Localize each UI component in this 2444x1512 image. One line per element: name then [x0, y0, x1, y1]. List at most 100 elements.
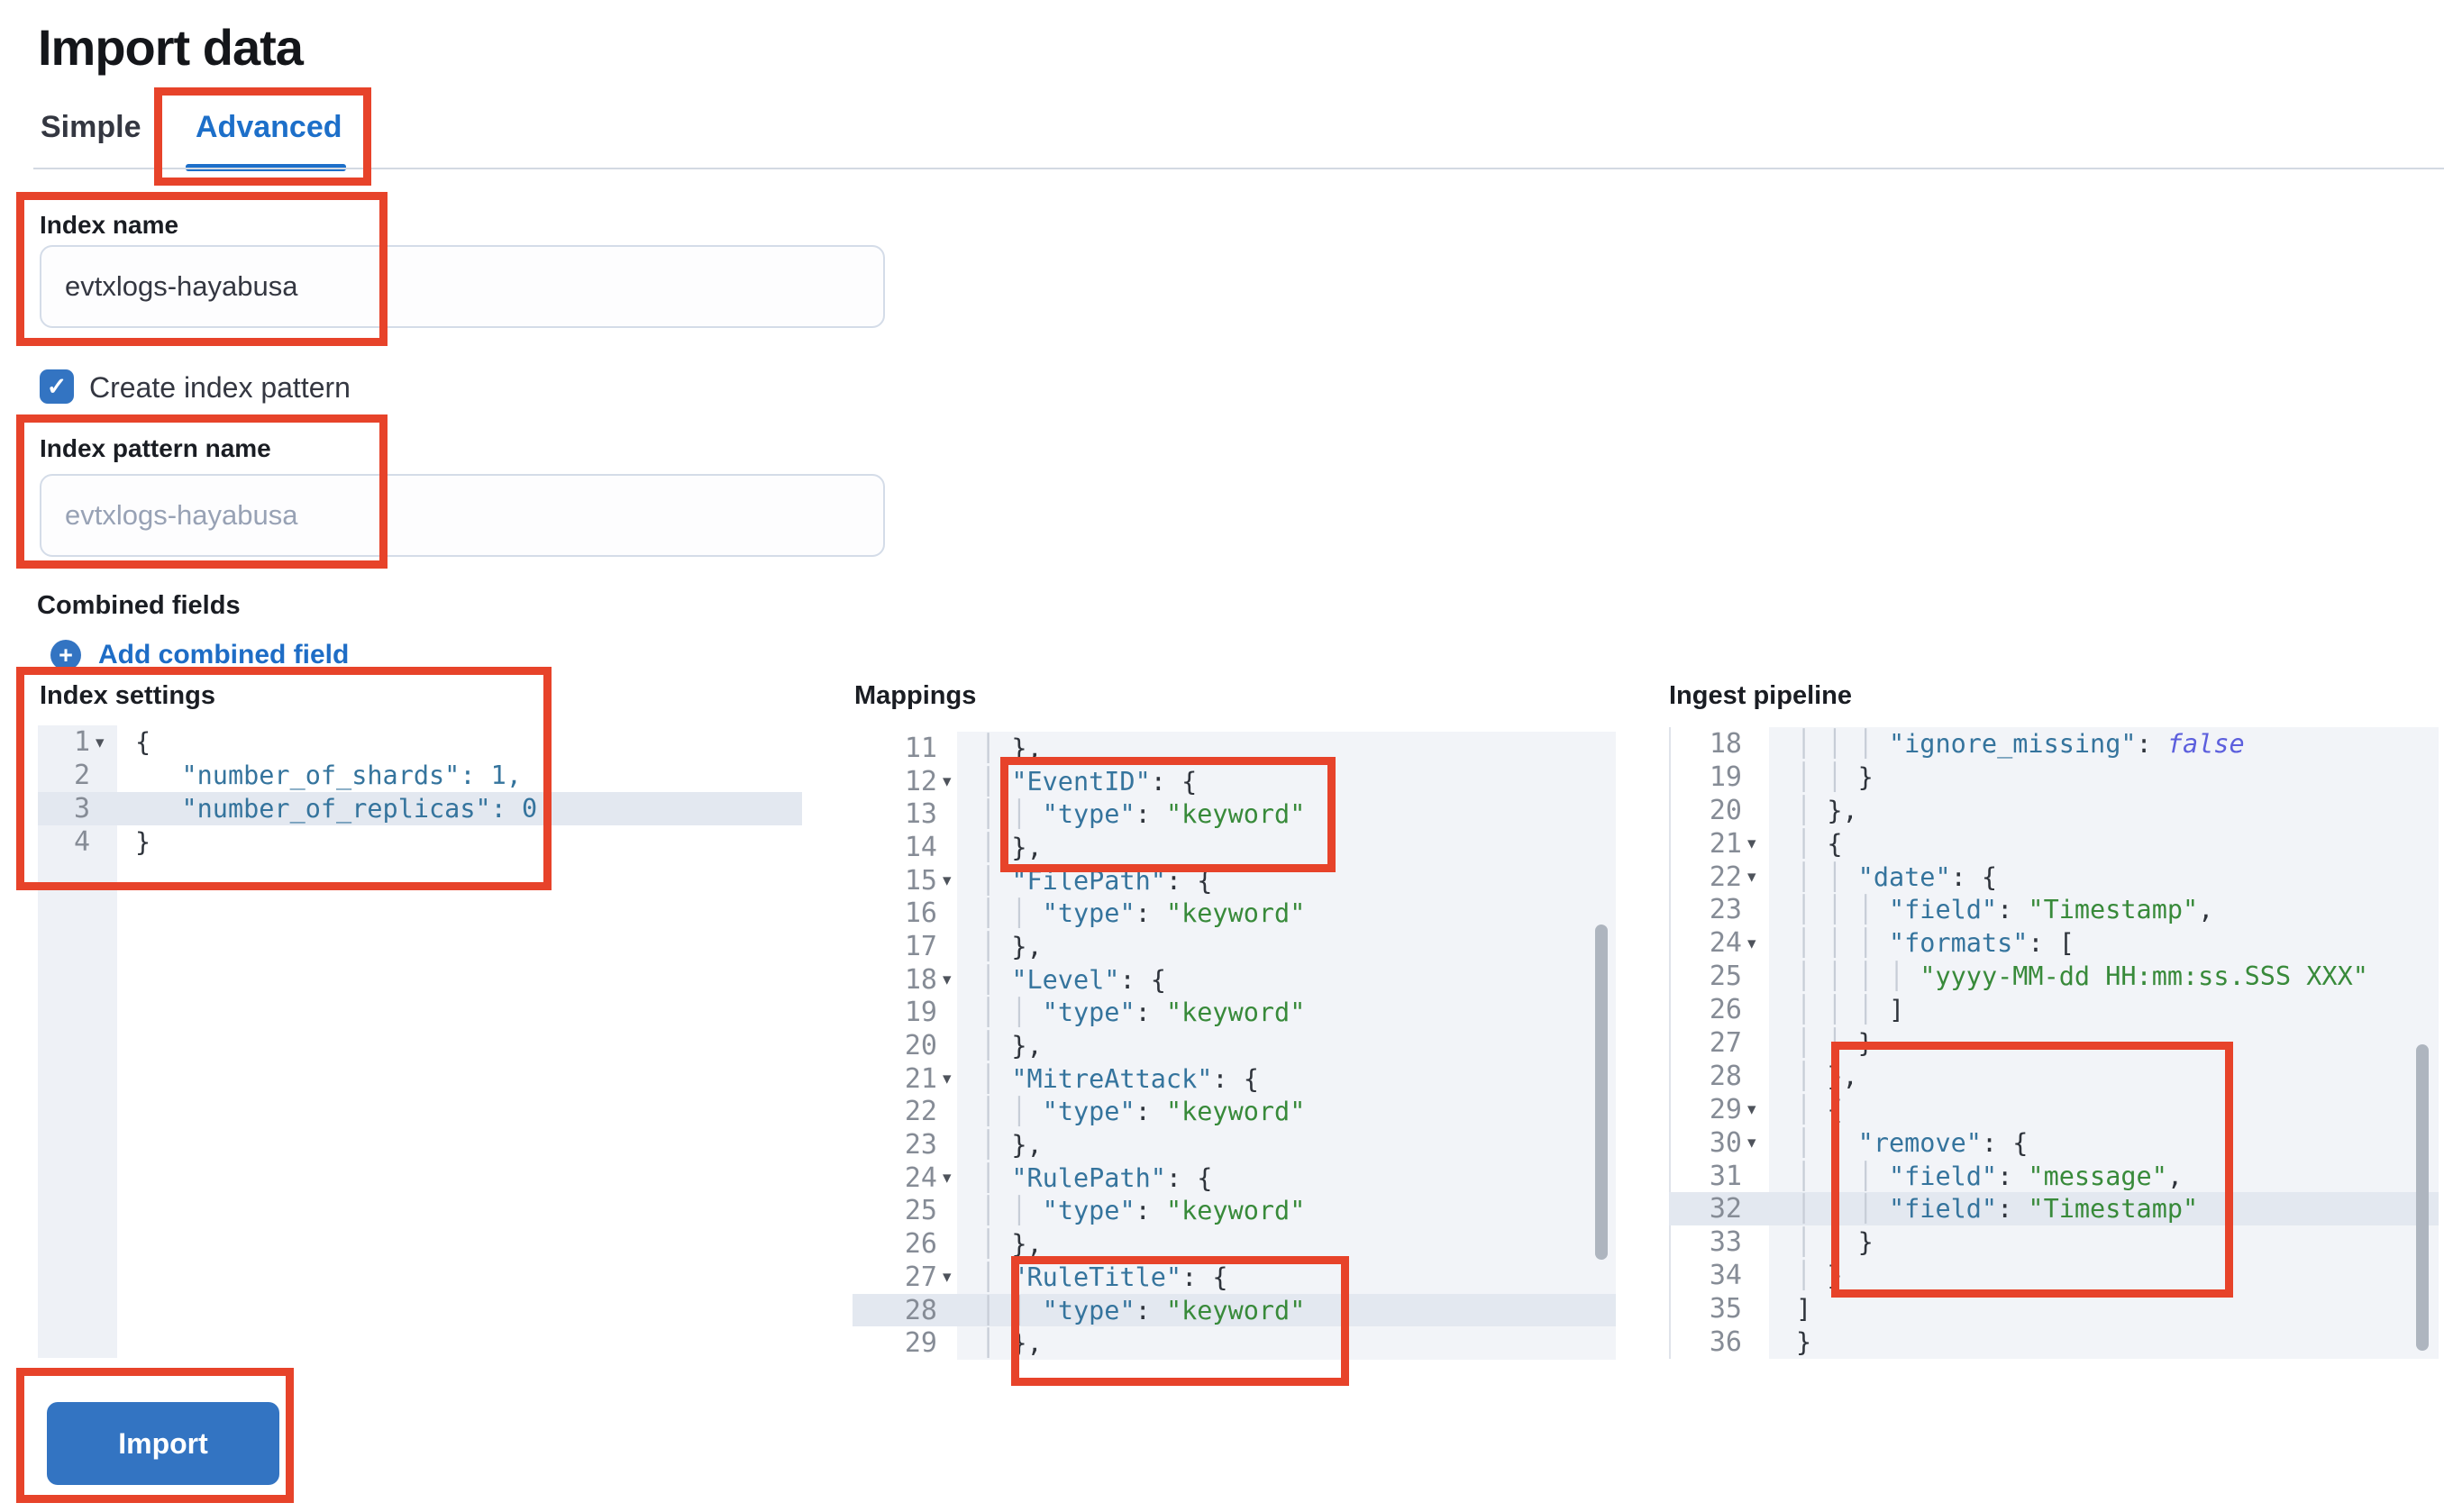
- tab-simple[interactable]: Simple: [41, 110, 141, 144]
- editor-gutter: [1669, 727, 1769, 1359]
- line-number: 26: [904, 1228, 937, 1261]
- fold-arrow-icon[interactable]: ▾: [1747, 833, 1756, 854]
- code-line-2: 2 "number_of_shards": 1,: [38, 759, 802, 792]
- line-number: 18: [1709, 727, 1742, 760]
- line-number: 12: [904, 765, 937, 797]
- fold-arrow-icon[interactable]: ▾: [943, 1069, 952, 1089]
- code-text: │ │ "type": "keyword": [980, 1295, 1306, 1325]
- tabs-divider: [33, 168, 2444, 169]
- line-number: 21: [904, 1062, 937, 1095]
- line-number: 33: [1709, 1226, 1742, 1259]
- code-line-35: 35]: [1669, 1292, 2439, 1325]
- line-number: 18: [904, 963, 937, 996]
- index-settings-label: Index settings: [40, 681, 215, 710]
- line-number: 25: [1709, 961, 1742, 993]
- line-number: 24: [1709, 927, 1742, 960]
- mappings-editor[interactable]: 11│ },12▾│ "EventID": {13│ │ "type": "ke…: [853, 732, 1616, 1360]
- create-index-pattern-label: Create index pattern: [89, 371, 351, 404]
- code-line-26: 26│ │ │ ]: [1669, 993, 2439, 1026]
- fold-arrow-icon[interactable]: ▾: [943, 970, 952, 990]
- combined-fields-label: Combined fields: [37, 591, 241, 620]
- code-line-28: 28│ │ "type": "keyword": [853, 1293, 1616, 1327]
- code-text: │ │ }: [1796, 761, 1874, 792]
- code-line-24: 24▾ │ │ │ "formats": [: [1669, 926, 2439, 960]
- code-line-25: 25 │ │ │ │ "yyyy-MM-dd HH:mm:ss.SSS XXX": [1669, 960, 2439, 993]
- code-line-23: 23│ │ │ "field": "Timestamp",: [1669, 893, 2439, 926]
- fold-arrow-icon[interactable]: ▾: [96, 732, 105, 752]
- code-line-17: 17│ },: [853, 930, 1616, 963]
- code-line-23: 23 │ },: [853, 1128, 1616, 1161]
- fold-arrow-icon[interactable]: ▾: [1747, 1133, 1756, 1153]
- code-text: │ │ }: [1796, 1227, 1874, 1258]
- line-number: 31: [1709, 1160, 1742, 1192]
- code-line-27: 27│ │ }: [1669, 1026, 2439, 1060]
- code-text: │ │ "type": "keyword": [980, 1196, 1306, 1226]
- line-number: 2: [73, 760, 90, 791]
- index-settings-editor[interactable]: 1▾{2 "number_of_shards": 1,3 "number_of_…: [38, 725, 802, 1358]
- fold-arrow-icon[interactable]: ▾: [943, 870, 952, 891]
- code-text: │ │ "type": "keyword": [980, 799, 1306, 830]
- create-index-pattern-checkbox[interactable]: ✓: [40, 369, 74, 404]
- code-line-36: 36}: [1669, 1325, 2439, 1359]
- line-number: 32: [1709, 1193, 1742, 1225]
- code-line-18: 18▾│ "Level": {: [853, 963, 1616, 997]
- line-number: 3: [73, 793, 90, 824]
- code-line-22: 22▾│ │ "date": {: [1669, 861, 2439, 894]
- index-name-input[interactable]: [40, 245, 885, 328]
- code-line-15: 15 ▾ │ "FilePath": {: [853, 864, 1616, 897]
- line-number: 15: [904, 864, 937, 897]
- line-number: 20: [904, 1030, 937, 1062]
- code-line-4: 4}: [38, 825, 802, 859]
- fold-arrow-icon[interactable]: ▾: [943, 1267, 952, 1288]
- code-text: │ "EventID": {: [980, 766, 1198, 797]
- line-number: 1: [73, 726, 90, 758]
- fold-arrow-icon[interactable]: ▾: [1747, 1099, 1756, 1120]
- code-text: {: [135, 727, 151, 757]
- mappings-scrollbar[interactable]: [1595, 925, 1608, 1260]
- code-text: │ │ │ │ "yyyy-MM-dd HH:mm:ss.SSS XXX": [1796, 961, 2368, 992]
- code-text: │ },: [980, 931, 1043, 961]
- code-text: │ {: [1796, 828, 1843, 859]
- fold-arrow-icon[interactable]: ▾: [1747, 933, 1756, 953]
- code-text: │ │ │ "formats": [: [1796, 928, 2075, 959]
- code-line-29: 29│ },: [853, 1326, 1616, 1360]
- code-line-13: 13 │ │ "type": "keyword": [853, 797, 1616, 831]
- page-title: Import data: [38, 19, 304, 76]
- code-line-14: 14│ },: [853, 831, 1616, 864]
- line-number: 27: [1709, 1026, 1742, 1059]
- mappings-label: Mappings: [854, 681, 977, 710]
- line-number: 13: [904, 798, 937, 831]
- code-text: }: [1796, 1326, 1812, 1357]
- line-number: 25: [904, 1195, 937, 1227]
- code-text: ]: [1796, 1294, 1812, 1325]
- line-number: 29: [1709, 1093, 1742, 1125]
- ingest-pipeline-scrollbar[interactable]: [2416, 1044, 2429, 1351]
- line-number: 20: [1709, 794, 1742, 826]
- tab-advanced[interactable]: Advanced: [196, 110, 342, 144]
- code-text: │ },: [980, 1130, 1043, 1161]
- add-combined-field-button[interactable]: + Add combined field: [50, 640, 349, 670]
- code-text: }: [135, 827, 151, 857]
- code-line-18: 18│ │ │ "ignore_missing": false: [1669, 727, 2439, 761]
- fold-arrow-icon[interactable]: ▾: [943, 771, 952, 792]
- line-number: 19: [1709, 761, 1742, 793]
- line-number: 23: [904, 1129, 937, 1161]
- line-number: 36: [1709, 1325, 1742, 1358]
- line-number: 26: [1709, 994, 1742, 1026]
- import-button[interactable]: Import: [47, 1402, 279, 1485]
- fold-arrow-icon[interactable]: ▾: [943, 1168, 952, 1189]
- index-pattern-name-label: Index pattern name: [40, 434, 271, 462]
- index-pattern-name-input[interactable]: [40, 474, 885, 557]
- code-text: │ │ "remove": {: [1796, 1127, 2029, 1158]
- code-text: │ │ │ "field": "Timestamp",: [1796, 895, 2214, 925]
- fold-arrow-icon[interactable]: ▾: [1747, 867, 1756, 887]
- line-number: 21: [1709, 827, 1742, 860]
- code-line-20: 20│ },: [1669, 794, 2439, 827]
- code-text: │ }: [1796, 1261, 1843, 1291]
- code-text: │ "FilePath": {: [980, 865, 1213, 896]
- code-text: │ },: [1796, 1061, 1858, 1091]
- line-number: 29: [904, 1327, 937, 1360]
- code-text: │ "MitreAttack": {: [980, 1063, 1259, 1094]
